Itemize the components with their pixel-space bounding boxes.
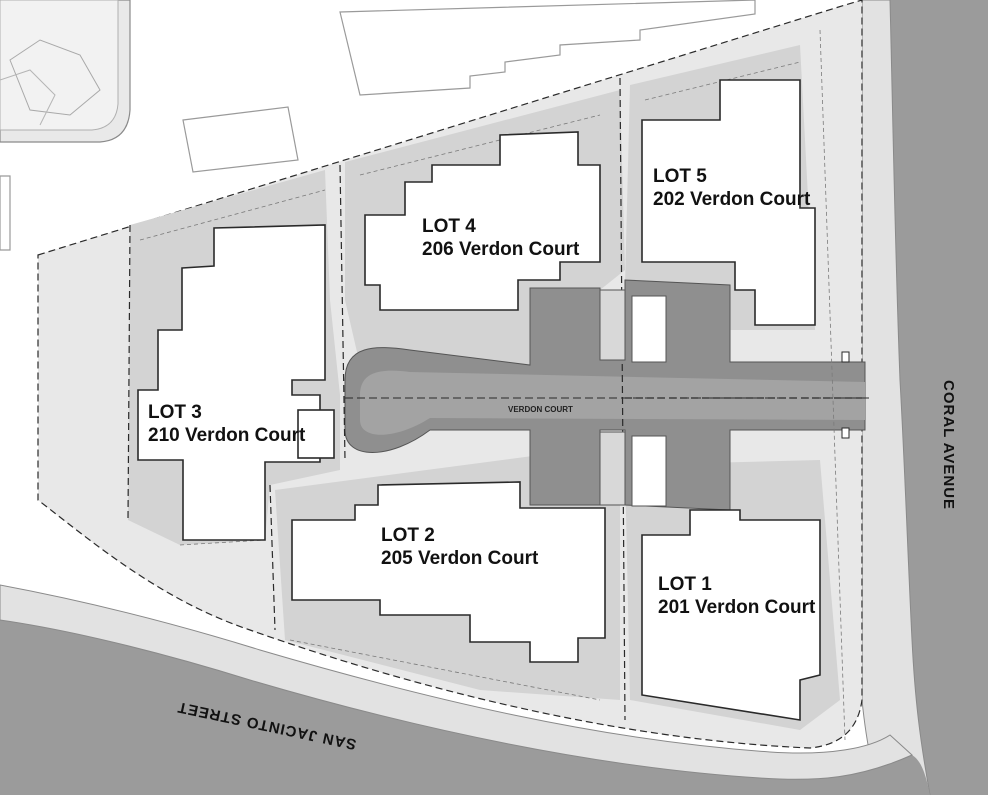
- lot-2-name: LOT 2: [381, 525, 435, 546]
- coral-avenue-road: [890, 0, 988, 795]
- building-lot-2: [291, 481, 606, 663]
- lot-2-address: 205 Verdon Court: [381, 548, 539, 569]
- verdon-court-label: VERDON COURT: [508, 405, 573, 414]
- san-jacinto-street-road: [0, 620, 930, 795]
- lot-4-address: 206 Verdon Court: [422, 239, 580, 260]
- lot-lines: [127, 77, 862, 721]
- coral-avenue-label: CORAL AVENUE: [940, 380, 957, 510]
- building-lot-5: [641, 79, 816, 326]
- lot-5-name: LOT 5: [653, 166, 707, 187]
- lot-labels: LOT 3 210 Verdon Court LOT 4 206 Verdon …: [148, 166, 816, 618]
- building-lot-1: [641, 509, 821, 721]
- neighbor-parcel-northwest: [0, 0, 131, 143]
- buildings: [137, 79, 821, 721]
- entrance-markers: [841, 351, 850, 439]
- lot-4-name: LOT 4: [422, 216, 476, 237]
- garage-pad-lot-3: [297, 409, 335, 459]
- lot-3-name: LOT 3: [148, 402, 202, 423]
- san-jacinto-street-sidewalk: [0, 584, 913, 780]
- lot-1-name: LOT 1: [658, 574, 712, 595]
- lot-5-address: 202 Verdon Court: [653, 189, 811, 210]
- building-lot-3: [137, 224, 326, 541]
- building-lot-4: [364, 131, 601, 311]
- lot-3-address: 210 Verdon Court: [148, 425, 306, 446]
- lot-1-address: 201 Verdon Court: [658, 597, 816, 618]
- driveway-aprons: [599, 289, 626, 506]
- neighbor-buildings-north: [0, 0, 756, 251]
